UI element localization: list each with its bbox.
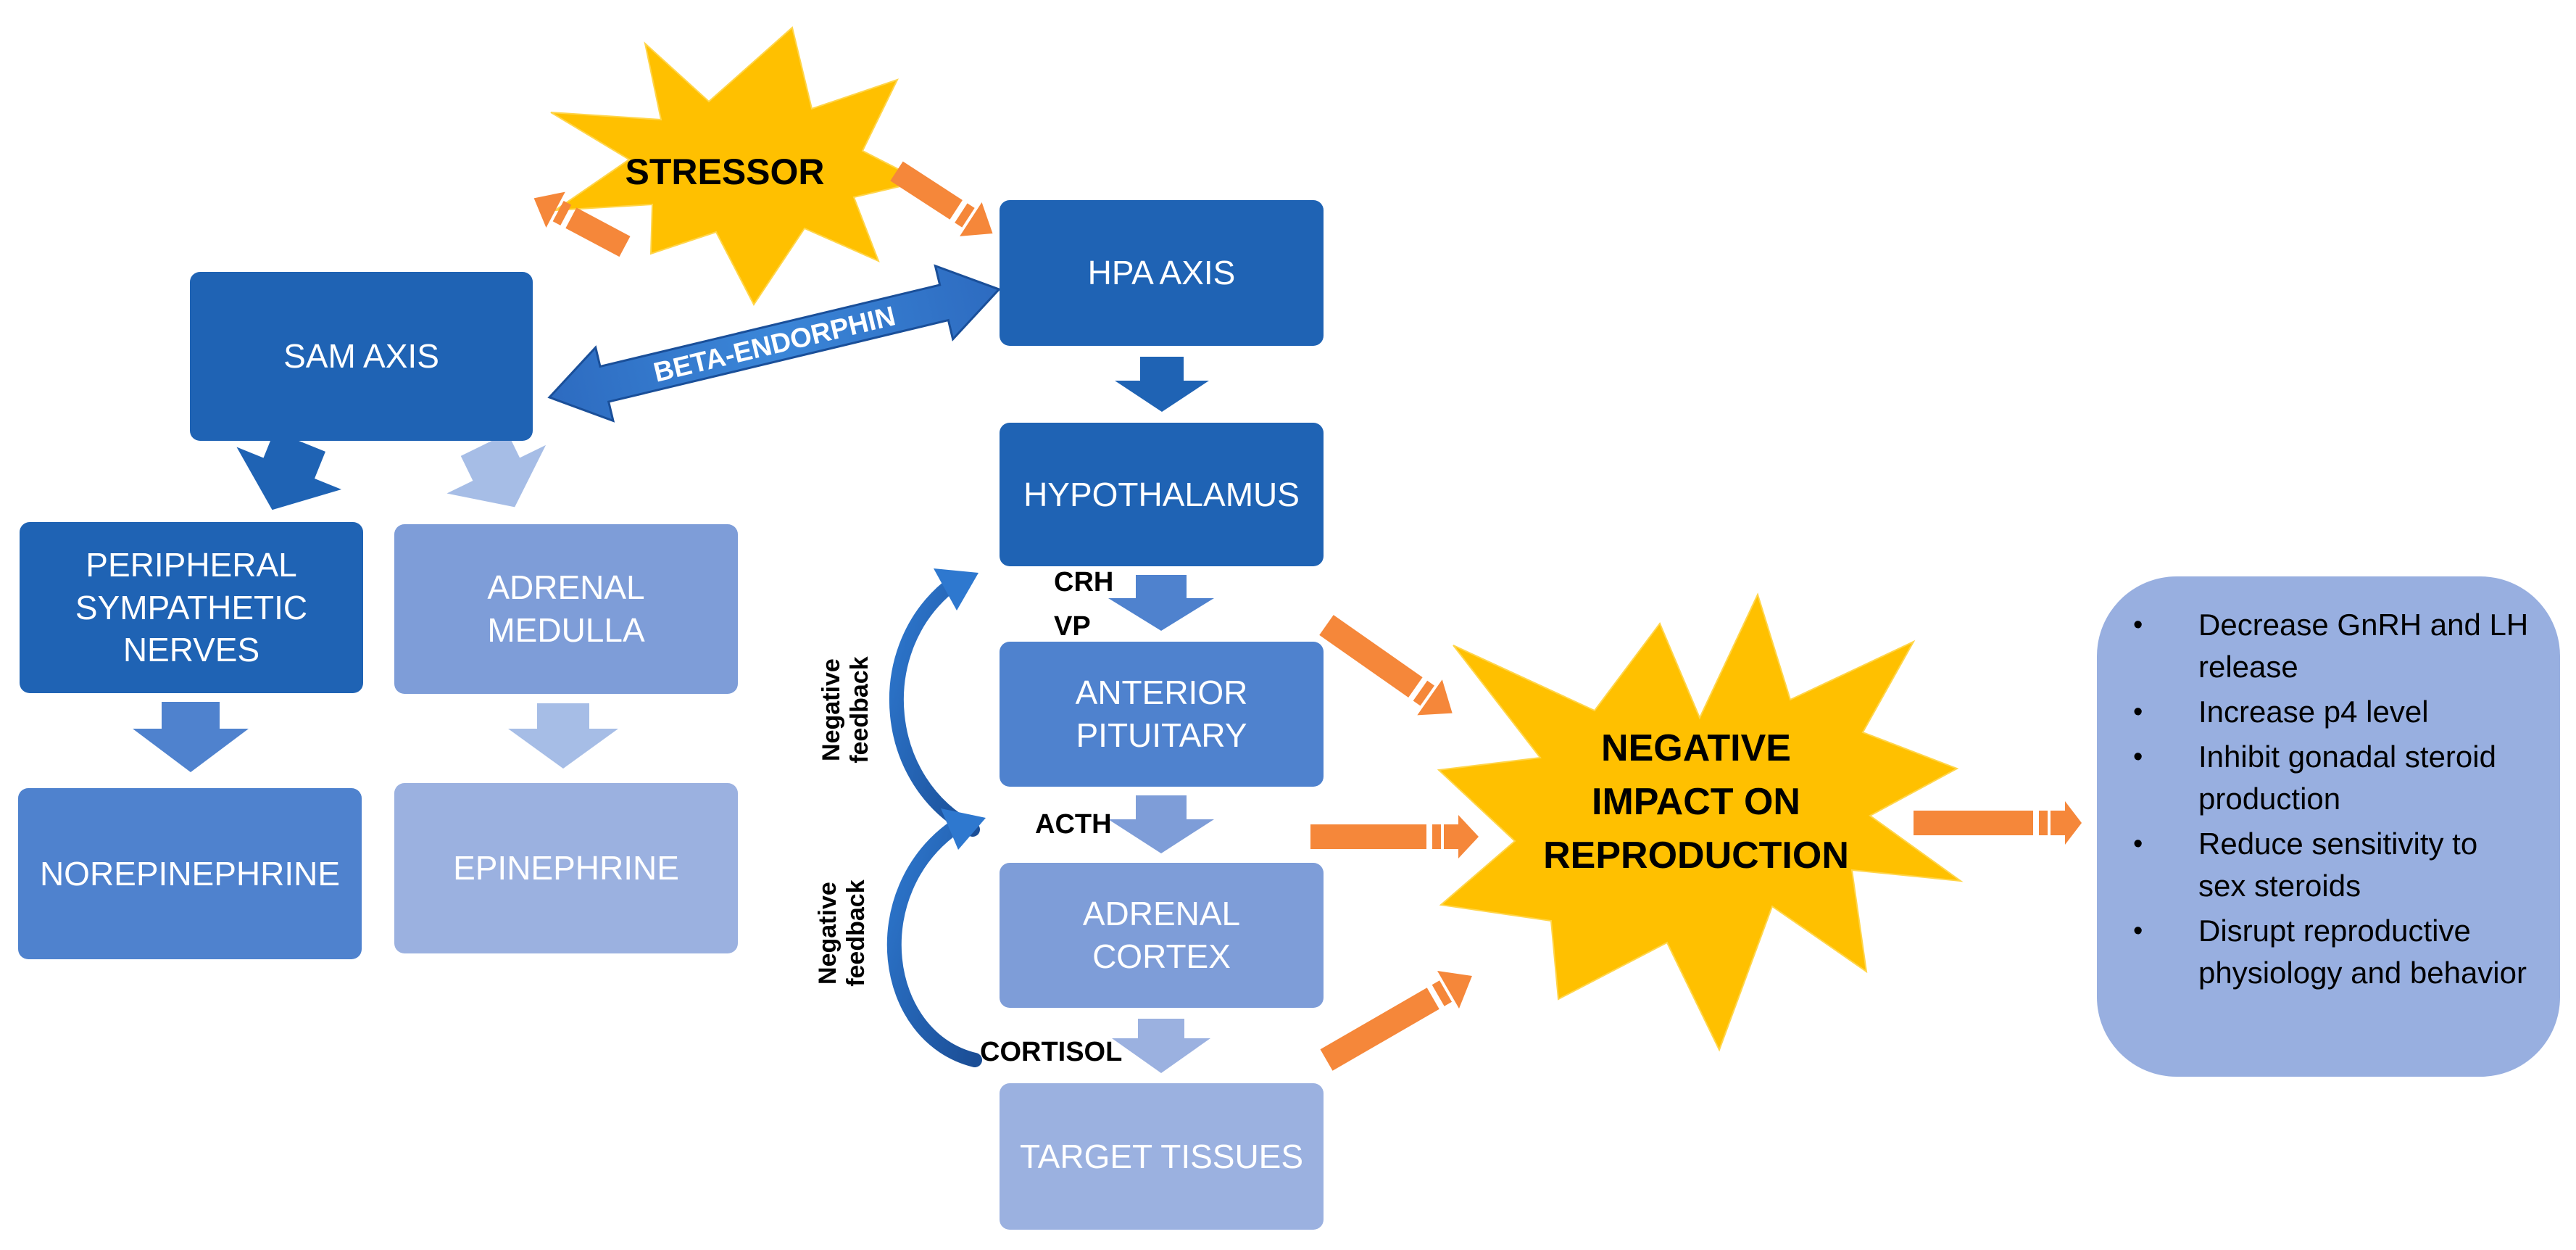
crh-label: CRH xyxy=(1054,567,1114,597)
hpa-axis-box: HPA AXIS xyxy=(1000,200,1324,346)
norepinephrine-box: NOREPINEPHRINE xyxy=(18,788,362,959)
effect-item: Disrupt reproductive physiology and beha… xyxy=(2119,910,2531,994)
impact-line-3: REPRODUCTION xyxy=(1543,835,1849,877)
cortex-line-1: ADRENAL xyxy=(1082,895,1241,933)
arrow-peripheral-to-norepinephrine xyxy=(133,702,249,772)
impact-label: NEGATIVE IMPACT ON REPRODUCTION xyxy=(1508,721,1885,882)
peripheral-line-1: PERIPHERAL xyxy=(86,545,297,584)
arrow-acth-to-impact xyxy=(1310,815,1479,858)
feedback-curve-upper xyxy=(889,580,980,837)
feedback-label-upper: Negative feedback xyxy=(818,623,874,797)
arrow-stressor-to-hpa xyxy=(890,161,993,236)
impact-line-1: NEGATIVE xyxy=(1601,727,1791,769)
hypothalamus-box: HYPOTHALAMUS xyxy=(1000,423,1324,566)
sam-axis-label: SAM AXIS xyxy=(283,337,439,376)
feedback-upper-line-1: Negative xyxy=(817,658,845,761)
feedback-lower-line-2: feedback xyxy=(842,879,870,987)
peripheral-line-3: NERVES xyxy=(122,631,260,669)
medulla-line-2: MEDULLA xyxy=(487,611,645,649)
arrow-sam-to-adrenal-medulla xyxy=(446,433,547,508)
stressor-label: STRESSOR xyxy=(625,152,825,192)
arrow-pituitary-to-adrenal-cortex xyxy=(1108,795,1214,853)
adrenal-medulla-box: ADRENAL MEDULLA xyxy=(394,524,738,694)
effects-list: Decrease GnRH and LH release Increase p4… xyxy=(2119,604,2531,994)
effects-panel: Decrease GnRH and LH release Increase p4… xyxy=(2097,576,2560,1077)
vp-label: VP xyxy=(1054,611,1091,642)
effect-item: Decrease GnRH and LH release xyxy=(2119,604,2531,688)
hpa-axis-label: HPA AXIS xyxy=(1087,254,1236,292)
feedback-arrowhead-lower xyxy=(941,808,986,850)
peripheral-line-2: SYMPATHETIC xyxy=(75,588,308,626)
feedback-upper-line-2: feedback xyxy=(846,656,873,763)
effect-item: Reduce sensitivity to sex steroids xyxy=(2119,823,2531,907)
target-tissues-box: TARGET TISSUES xyxy=(1000,1083,1324,1230)
sam-axis-box: SAM AXIS xyxy=(190,272,533,441)
impact-line-2: IMPACT ON xyxy=(1592,781,1800,823)
cortisol-label: CORTISOL xyxy=(980,1037,1123,1067)
arrow-sam-to-peripheral xyxy=(236,431,342,510)
arrow-hypothalamus-to-pituitary xyxy=(1108,575,1214,631)
arrow-crh-to-impact xyxy=(1319,615,1453,716)
epinephrine-label: EPINEPHRINE xyxy=(453,849,679,887)
medulla-line-1: ADRENAL xyxy=(487,568,645,607)
impact-burst xyxy=(1437,592,1964,1052)
arrow-cortisol-to-impact xyxy=(1320,971,1472,1071)
feedback-lower-line-1: Negative xyxy=(813,882,842,985)
adrenal-cortex-box: ADRENAL CORTEX xyxy=(1000,863,1324,1008)
anterior-pituitary-box: ANTERIOR PITUITARY xyxy=(1000,642,1324,787)
arrow-hpa-to-hypothalamus xyxy=(1115,357,1209,412)
arrow-cortex-to-target xyxy=(1112,1019,1210,1073)
acth-label: ACTH xyxy=(1035,809,1112,840)
peripheral-nerves-box: PERIPHERAL SYMPATHETIC NERVES xyxy=(20,522,363,693)
norepinephrine-label: NOREPINEPHRINE xyxy=(39,854,341,893)
cortex-line-2: CORTEX xyxy=(1092,937,1231,975)
stressor-burst xyxy=(550,26,924,306)
arrow-stressor-to-sam xyxy=(533,191,631,257)
hypothalamus-label: HYPOTHALAMUS xyxy=(1023,475,1300,513)
beta-endorphin-arrow: BETA-ENDORPHIN xyxy=(547,264,1002,423)
effect-item: Increase p4 level xyxy=(2119,691,2531,733)
feedback-label-lower: Negative feedback xyxy=(814,846,871,1020)
epinephrine-box: EPINEPHRINE xyxy=(394,783,738,953)
target-tissues-label: TARGET TISSUES xyxy=(1019,1137,1304,1175)
feedback-arrowhead-upper xyxy=(934,568,979,610)
effect-item: Inhibit gonadal steroid production xyxy=(2119,736,2531,820)
feedback-curve-lower xyxy=(886,819,982,1067)
pituitary-line-2: PITUITARY xyxy=(1076,716,1247,754)
pituitary-line-1: ANTERIOR xyxy=(1075,674,1248,712)
arrow-medulla-to-epinephrine xyxy=(508,703,618,769)
arrow-impact-to-effects xyxy=(1914,801,2082,845)
